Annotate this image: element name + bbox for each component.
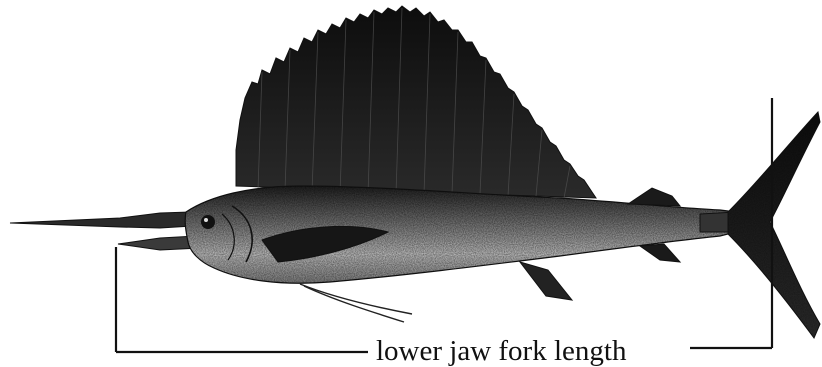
second-anal-fin — [640, 244, 680, 262]
second-dorsal-fin — [628, 188, 680, 206]
anal-fin — [520, 262, 572, 300]
bill — [10, 212, 192, 228]
dorsal-sail — [236, 6, 596, 198]
pelvic-fin-filaments — [300, 284, 412, 322]
measurement-label: lower jaw fork length — [376, 335, 627, 367]
sailfish-illustration-icon — [10, 6, 820, 338]
eye — [201, 215, 215, 229]
